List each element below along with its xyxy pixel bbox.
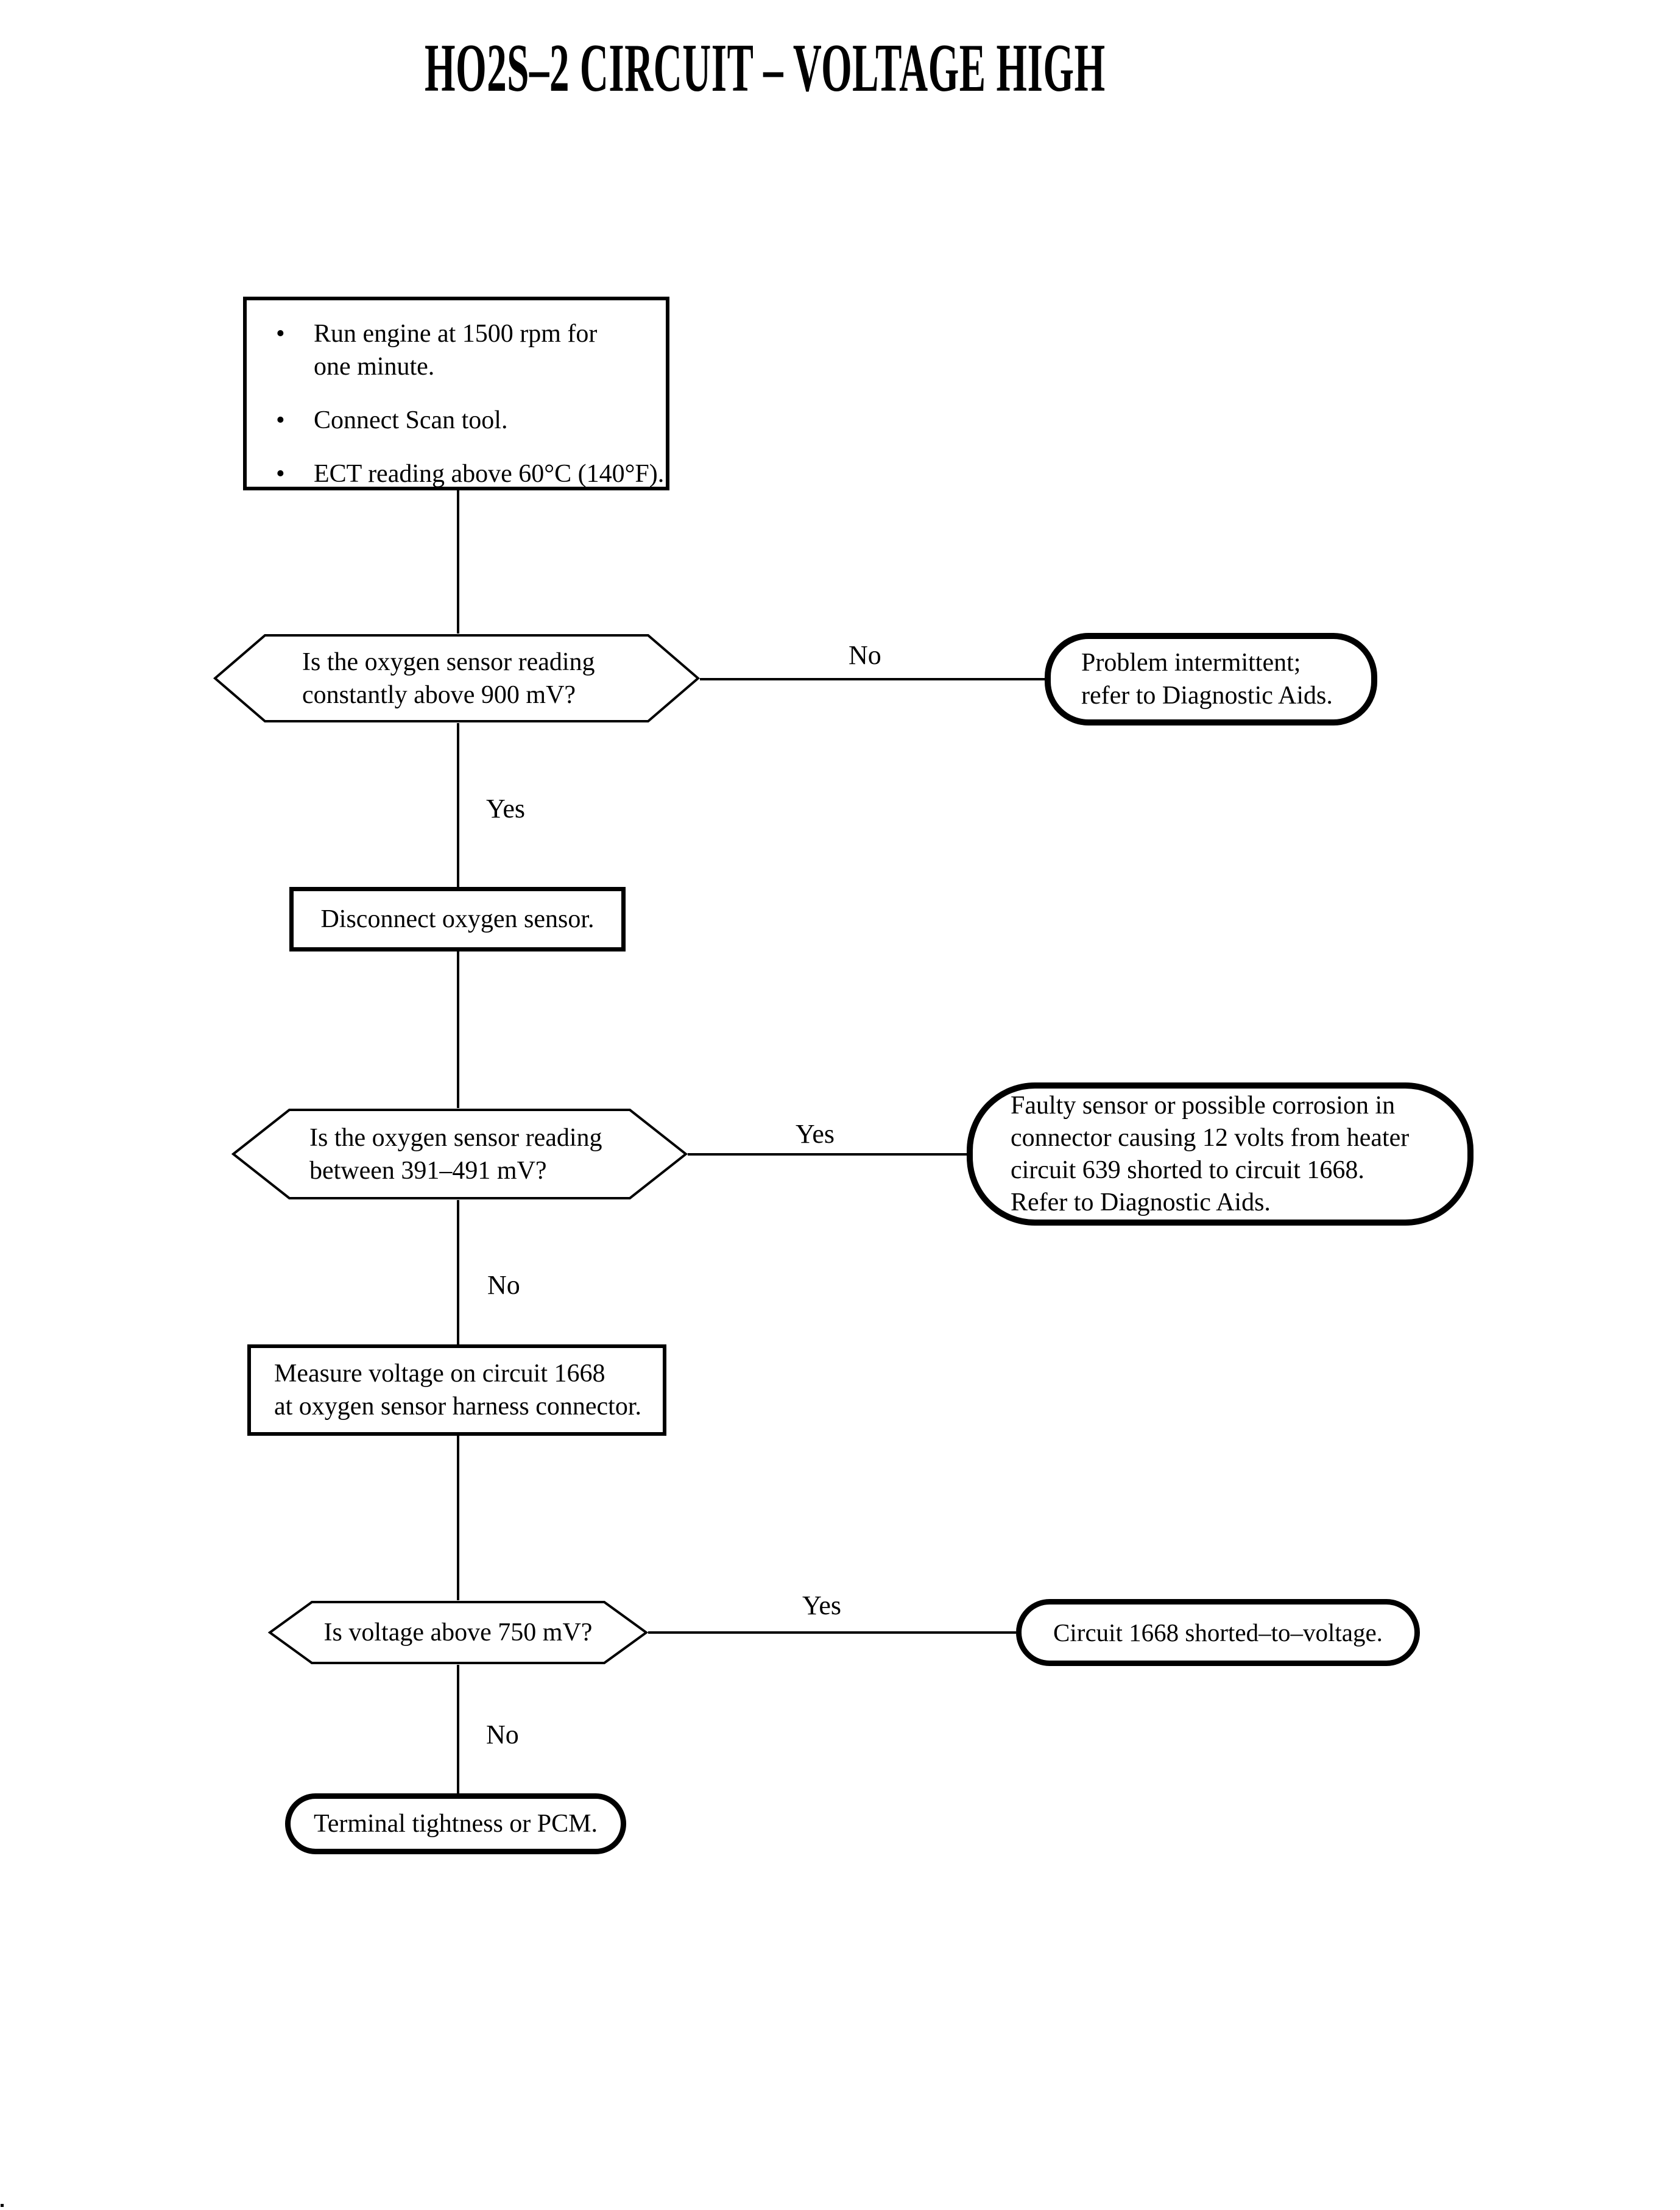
process-p2: Measure voltage on circuit 1668 at oxyge… — [247, 1344, 666, 1436]
hexagon-shape — [231, 1109, 688, 1199]
process-p1: Disconnect oxygen sensor. — [289, 887, 626, 951]
connector-line — [457, 1665, 459, 1793]
prerequisite-text: ECT reading above 60°C (140°F). — [314, 460, 665, 488]
connector-line — [457, 1436, 459, 1600]
terminal-a4: Terminal tightness or PCM. — [285, 1793, 626, 1854]
decision-q1: Is the oxygen sensor reading constantly … — [213, 634, 700, 723]
scan-artifact-dot — [1, 2204, 4, 2207]
prerequisites-box: • Run engine at 1500 rpm for one minute.… — [243, 297, 669, 490]
connector-line — [457, 1200, 459, 1344]
prerequisite-item: • Connect Scan tool. — [276, 404, 654, 437]
decision-q3: Is voltage above 750 mV? — [268, 1600, 648, 1665]
edge-label-yes: Yes — [796, 1119, 835, 1149]
prerequisite-text: Connect Scan tool. — [314, 406, 508, 434]
hexagon-shape — [213, 634, 700, 722]
bullet-icon: • — [276, 460, 285, 488]
decision-q2-text: Is the oxygen sensor reading between 391… — [309, 1123, 602, 1185]
prerequisite-item: • Run engine at 1500 rpm for one minute. — [276, 317, 654, 383]
connector-line — [457, 723, 459, 887]
terminal-a2: Faulty sensor or possible corrosion in c… — [967, 1082, 1474, 1226]
edge-label-no: No — [486, 1720, 519, 1749]
edge-label-no: No — [849, 640, 881, 670]
decision-q2: Is the oxygen sensor reading between 391… — [231, 1108, 688, 1200]
decision-q1-text: Is the oxygen sensor reading constantly … — [302, 648, 595, 709]
edge-label-yes: Yes — [802, 1590, 842, 1620]
terminal-a1: Problem intermittent; refer to Diagnosti… — [1045, 633, 1377, 725]
prerequisite-text: Run engine at 1500 rpm for one minute. — [314, 320, 598, 381]
connector-line — [457, 490, 459, 634]
bullet-icon: • — [276, 406, 285, 434]
connector-line — [700, 678, 1045, 680]
prerequisite-item: • ECT reading above 60°C (140°F). — [276, 457, 664, 490]
hexagon-shape — [268, 1601, 648, 1664]
page-title: HO2S–2 CIRCUIT – VOLTAGE HIGH — [425, 30, 1106, 106]
edge-label-yes: Yes — [486, 794, 526, 824]
connector-line — [688, 1153, 967, 1156]
connector-line — [648, 1631, 1016, 1634]
edge-label-no: No — [487, 1270, 520, 1300]
decision-q3-text: Is voltage above 750 mV? — [323, 1619, 593, 1647]
terminal-a3: Circuit 1668 shorted–to–voltage. — [1016, 1599, 1420, 1666]
connector-line — [457, 951, 459, 1108]
bullet-icon: • — [276, 320, 285, 348]
